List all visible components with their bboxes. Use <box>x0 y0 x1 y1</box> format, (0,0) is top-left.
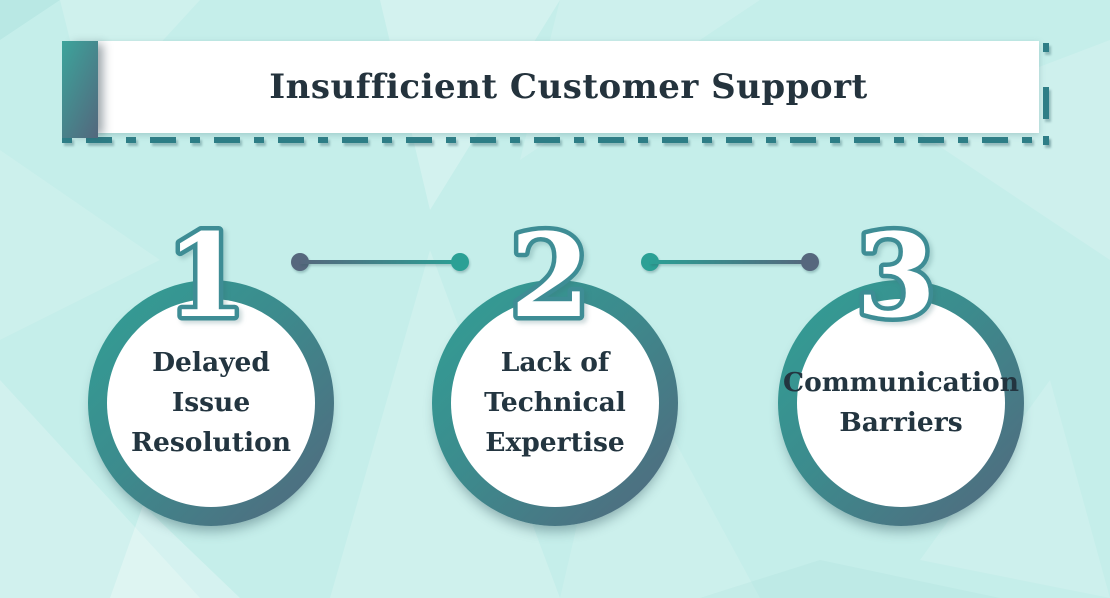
step-number: 3 <box>856 214 936 339</box>
page-title: Insufficient Customer Support <box>269 67 868 107</box>
step-label-line: Lack of <box>500 347 610 378</box>
step-label-line: Communication <box>783 367 1020 398</box>
step-3-communication-barriers: 3 Communication Barriers <box>778 214 1024 526</box>
step-circle-inner <box>107 299 315 507</box>
step-label: Communication Barriers <box>783 299 1019 507</box>
step-label-line: Issue <box>171 387 251 418</box>
connector-line <box>650 260 810 264</box>
connector-dot-icon <box>451 253 469 271</box>
step-number: 2 <box>510 214 590 339</box>
connector-2-3 <box>641 253 819 271</box>
step-2-lack-of-technical-expertise: 2 Lack of Technical Expertise <box>432 214 678 526</box>
step-circle <box>432 280 678 526</box>
step-circle <box>88 280 334 526</box>
banner-dashed-right-edge <box>1043 43 1049 145</box>
step-1-delayed-issue-resolution: 1 Delayed Issue Resolution <box>88 214 334 526</box>
title-banner: Insufficient Customer Support <box>98 41 1039 133</box>
step-number-badge: 2 <box>505 214 594 339</box>
step-label: Lack of Technical Expertise <box>451 299 659 507</box>
step-number: 1 <box>166 214 246 339</box>
step-number-badge: 1 <box>161 214 250 339</box>
connector-line <box>300 260 460 264</box>
connector-dot-icon <box>801 253 819 271</box>
step-label-line: Resolution <box>130 427 292 458</box>
banner-accent-bar <box>62 41 98 138</box>
step-circle-inner <box>451 299 659 507</box>
step-circle-inner <box>797 299 1005 507</box>
step-circle <box>778 280 1024 526</box>
step-label-line: Technical <box>484 387 626 418</box>
step-label-line: Barriers <box>839 407 963 438</box>
step-label-line: Expertise <box>485 427 625 458</box>
connector-1-2 <box>291 253 469 271</box>
step-number-badge: 3 <box>851 214 940 339</box>
step-label-line: Delayed <box>152 347 270 378</box>
step-label: Delayed Issue Resolution <box>107 299 315 507</box>
banner-dashed-underline <box>62 137 1048 143</box>
